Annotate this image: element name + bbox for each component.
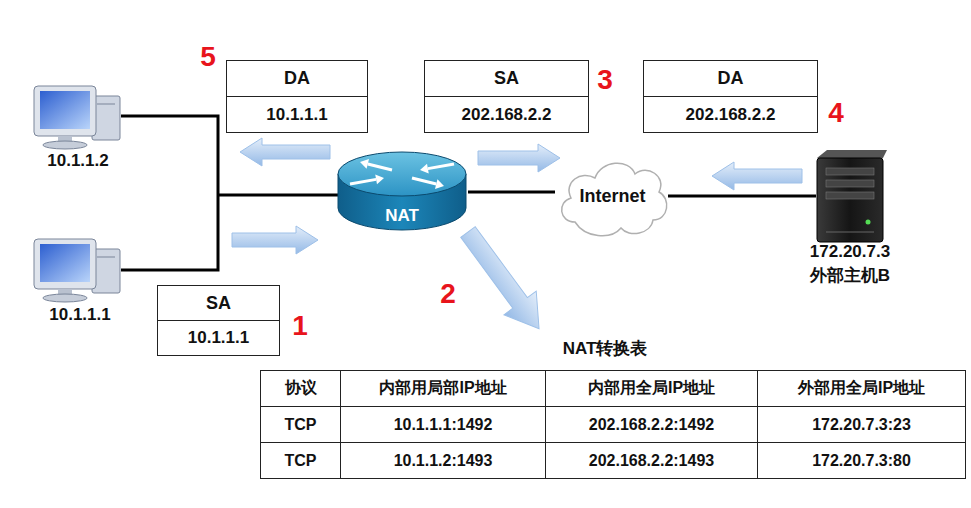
ip-address: 10.1.1.1 bbox=[188, 328, 249, 348]
field-name: SA bbox=[494, 68, 519, 89]
value-field: 202.168.2.2 bbox=[425, 97, 588, 132]
header-field: DA bbox=[644, 61, 817, 97]
packet-header-box: SA 10.1.1.1 bbox=[157, 285, 280, 356]
table-value: 202.168.2.2:1492 bbox=[589, 416, 714, 434]
header-field: SA bbox=[425, 61, 588, 97]
callout-number: 2 bbox=[440, 278, 456, 310]
flow-arrow bbox=[232, 138, 802, 341]
server-tower bbox=[817, 150, 887, 242]
table-cell: 172.20.7.3:80 bbox=[757, 442, 966, 479]
packet-header-box: SA 202.168.2.2 bbox=[424, 60, 589, 133]
ip-address: 10.1.1.1 bbox=[266, 105, 327, 125]
host-address: 10.1.1.1 bbox=[49, 305, 110, 325]
cloud-label: Internet bbox=[579, 186, 645, 207]
table-header-cell: 外部用全局IP地址 bbox=[757, 370, 966, 407]
table-cell: TCP bbox=[260, 406, 341, 443]
nat-router: NAT bbox=[336, 150, 468, 232]
value-field: 10.1.1.1 bbox=[158, 321, 279, 355]
table-cell: 202.168.2.2:1493 bbox=[545, 442, 758, 479]
column-heading: 内部用全局IP地址 bbox=[588, 378, 715, 399]
callout-number: 1 bbox=[292, 310, 308, 342]
table-value: 172.20.7.3:80 bbox=[812, 452, 911, 470]
table-cell: TCP bbox=[260, 442, 341, 479]
server-name: 外部主机B bbox=[810, 264, 890, 287]
table-value: TCP bbox=[285, 452, 317, 470]
table-cell: 202.168.2.2:1492 bbox=[545, 406, 758, 443]
server-address: 172.20.7.3 bbox=[810, 242, 890, 262]
host-address: 10.1.1.2 bbox=[47, 151, 108, 171]
ip-address: 202.168.2.2 bbox=[686, 105, 776, 125]
column-heading: 协议 bbox=[285, 378, 317, 399]
table-cell: 172.20.7.3:23 bbox=[757, 406, 966, 443]
value-field: 10.1.1.1 bbox=[227, 97, 367, 132]
table-value: 202.168.2.2:1493 bbox=[589, 452, 714, 470]
network-link bbox=[468, 191, 555, 194]
table-value: TCP bbox=[285, 416, 317, 434]
table-title: NAT转换表 bbox=[563, 337, 648, 360]
table-cell: 10.1.1.1:1492 bbox=[340, 406, 546, 443]
host-computer bbox=[34, 86, 120, 149]
callout-number: 3 bbox=[597, 64, 613, 96]
table-header-cell: 内部用局部IP地址 bbox=[340, 370, 546, 407]
header-field: DA bbox=[227, 61, 367, 97]
packet-header-box: DA 10.1.1.1 bbox=[226, 60, 368, 133]
field-name: DA bbox=[284, 68, 310, 89]
callout-number: 4 bbox=[828, 97, 844, 129]
internet-cloud: Internet bbox=[555, 152, 670, 240]
column-heading: 内部用局部IP地址 bbox=[379, 378, 506, 399]
table-header-cell: 协议 bbox=[260, 370, 341, 407]
router-label: NAT bbox=[385, 206, 419, 226]
ip-address: 202.168.2.2 bbox=[462, 105, 552, 125]
column-heading: 外部用全局IP地址 bbox=[798, 378, 925, 399]
table-header-cell: 内部用全局IP地址 bbox=[545, 370, 758, 407]
table-cell: 10.1.1.2:1493 bbox=[340, 442, 546, 479]
table-value: 10.1.1.2:1493 bbox=[394, 452, 493, 470]
field-name: SA bbox=[206, 293, 231, 314]
callout-number: 5 bbox=[200, 41, 216, 73]
table-value: 172.20.7.3:23 bbox=[812, 416, 911, 434]
host-computer bbox=[34, 239, 120, 302]
header-field: SA bbox=[158, 286, 279, 321]
field-name: DA bbox=[718, 68, 744, 89]
table-value: 10.1.1.1:1492 bbox=[394, 416, 493, 434]
packet-header-box: DA 202.168.2.2 bbox=[643, 60, 818, 133]
value-field: 202.168.2.2 bbox=[644, 97, 817, 132]
